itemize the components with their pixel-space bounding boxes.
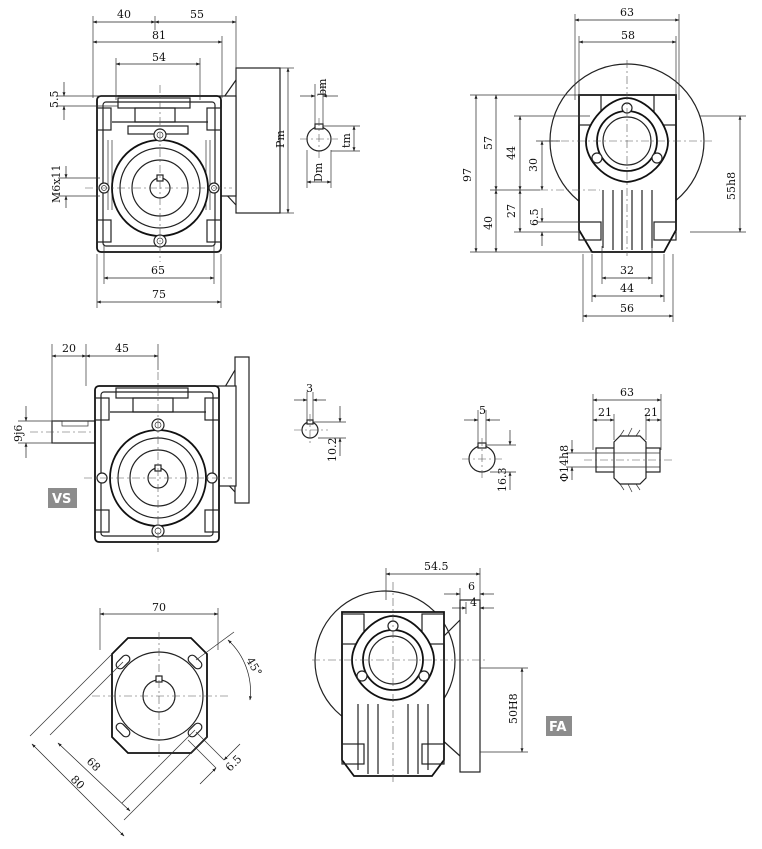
vs-view: 20 45 9j6 VS	[12, 342, 250, 552]
dim-side-65: 65	[151, 264, 165, 277]
fa-tag	[546, 716, 572, 736]
dim-key-mid-16-3: 16.3	[496, 468, 509, 493]
dim-front-63: 63	[620, 6, 634, 19]
dim-front-40: 40	[482, 216, 495, 230]
dim-side-40: 40	[117, 8, 131, 21]
fa-view: 54.5 6 4 50H8 FA	[312, 560, 572, 784]
dim-front-44: 44	[505, 146, 518, 160]
dim-key-bm: bm	[316, 78, 329, 96]
dim-vs-45: 45	[115, 342, 129, 355]
key-small-view: 3 10.2	[294, 382, 346, 462]
dim-side-m6x11: M6x11	[50, 165, 63, 203]
dim-fa-54-5: 54.5	[424, 560, 449, 573]
dim-side-pm: Pm	[274, 130, 287, 148]
side-flange-plate	[235, 67, 281, 214]
dim-fa-4: 4	[470, 596, 477, 609]
dim-side-55: 55	[190, 8, 204, 21]
keyway-top-view: bm tm Dm	[300, 78, 360, 188]
dim-front-58: 58	[621, 29, 635, 42]
dim-key-small-3: 3	[306, 382, 313, 395]
dim-key-dm: Dm	[312, 162, 325, 182]
dim-front-27: 27	[505, 204, 518, 218]
dim-shaft-21-right: 21	[644, 406, 658, 419]
dim-front-32: 32	[620, 264, 634, 277]
dim-front-97: 97	[461, 168, 474, 182]
fa-tag-label: FA	[549, 720, 566, 735]
key-mid-view: 5 16.3	[462, 404, 516, 492]
dim-key-tm: tm	[340, 133, 353, 148]
side-view: 40 55 81 54 5.5 M6x11 65 75	[48, 8, 294, 308]
dim-fa-6: 6	[468, 580, 475, 593]
dim-flange-45deg: 45°	[243, 655, 264, 678]
vs-tag-label: VS	[52, 492, 71, 507]
dim-shaft-63: 63	[620, 386, 634, 399]
dim-fa-50h8: 50H8	[507, 693, 520, 724]
dim-front-44-bottom: 44	[620, 282, 634, 295]
dim-side-75: 75	[152, 288, 166, 301]
dim-side-81: 81	[152, 29, 166, 42]
dim-shaft-phi14h8: Φ14h8	[558, 445, 571, 482]
dim-front-57: 57	[482, 136, 495, 150]
dim-key-mid-5: 5	[479, 404, 486, 417]
front-view: 63 58 97 57 44 30 40 27 6.5	[461, 6, 746, 322]
dim-vs-20: 20	[62, 342, 76, 355]
dim-side-54: 54	[152, 51, 166, 64]
dim-key-small-10-2: 10.2	[326, 438, 339, 463]
dim-flange-70: 70	[152, 601, 166, 614]
dim-front-56: 56	[620, 302, 634, 315]
dim-flange-68: 68	[84, 755, 103, 774]
shaft-view: 63 21 21 Φ14h8	[558, 386, 672, 493]
flange-view: 70 45° 6.5 68 80	[29, 601, 264, 837]
dim-side-5-5: 5.5	[48, 91, 61, 109]
dim-front-55h8: 55h8	[725, 172, 738, 200]
dim-flange-6-5: 6.5	[223, 753, 245, 775]
dim-front-30: 30	[527, 158, 540, 172]
dim-front-6-5: 6.5	[528, 209, 541, 227]
dim-shaft-21-left: 21	[598, 406, 612, 419]
dim-vs-9j6: 9j6	[12, 425, 25, 442]
vs-tag	[48, 488, 77, 508]
dim-flange-80: 80	[68, 773, 87, 792]
